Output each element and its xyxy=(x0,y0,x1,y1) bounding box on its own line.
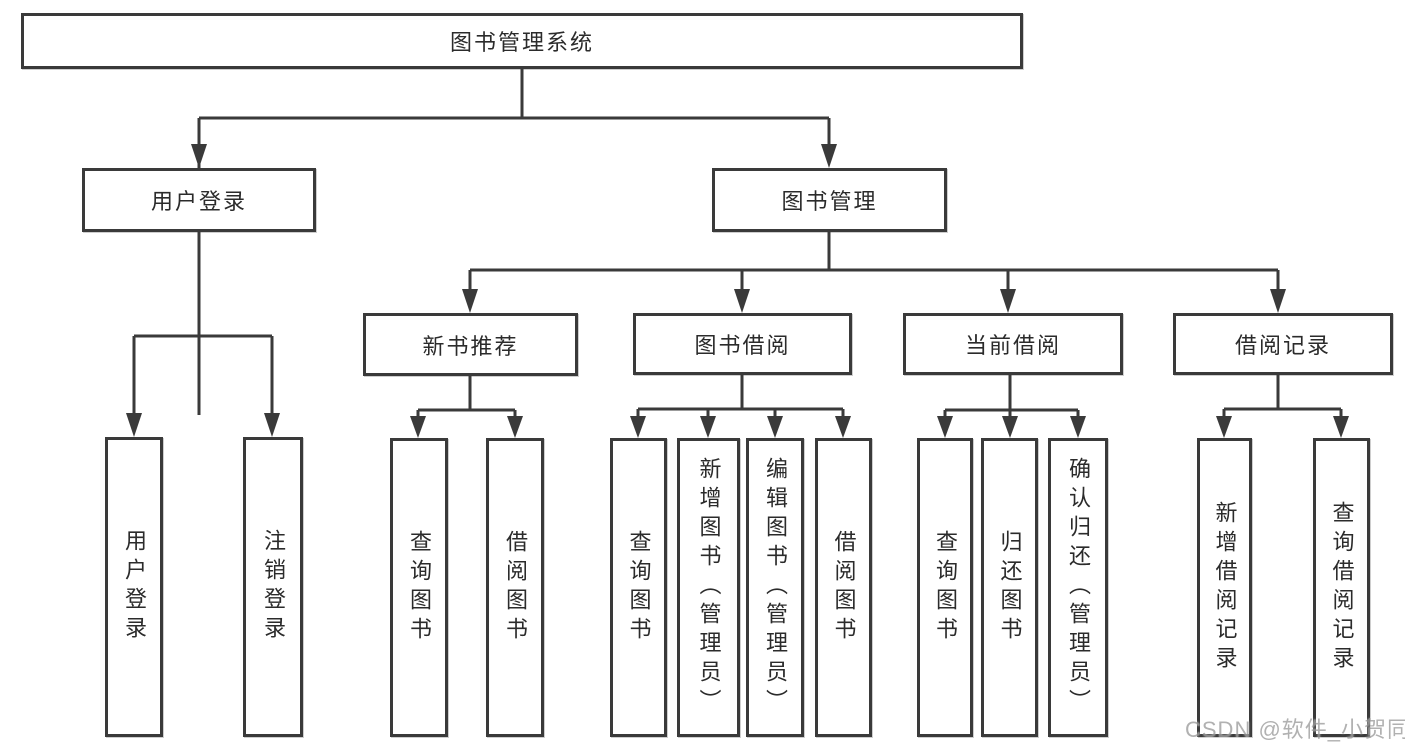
leaf-add-books-admin: 新增图书（管理员） xyxy=(677,438,740,737)
leaf-logout: 注销登录 xyxy=(243,437,303,737)
leaf-add-borrow-record: 新增借阅记录 xyxy=(1197,438,1252,737)
node-root-system: 图书管理系统 xyxy=(21,13,1023,69)
connector-mgmt-to-level3 xyxy=(462,232,1286,313)
leaf-query-borrow-record: 查询借阅记录 xyxy=(1313,438,1370,737)
leaf-edit-books-admin: 编辑图书（管理员） xyxy=(746,438,804,737)
connector-login-to-leaves xyxy=(126,232,280,437)
leaf-query-books-current: 查询图书 xyxy=(917,438,973,737)
node-book-borrow: 图书借阅 xyxy=(633,313,852,375)
connector-recommend-to-leaves xyxy=(410,376,523,438)
node-book-management: 图书管理 xyxy=(712,168,947,232)
leaf-confirm-return-admin: 确认归还（管理员） xyxy=(1048,438,1108,737)
leaf-borrow-books-recommend: 借阅图书 xyxy=(486,438,544,737)
node-user-login: 用户登录 xyxy=(82,168,316,232)
node-new-book-recommend: 新书推荐 xyxy=(363,313,578,376)
node-current-borrow: 当前借阅 xyxy=(903,313,1123,375)
leaf-borrow-books-borrow: 借阅图书 xyxy=(815,438,872,737)
leaf-query-books-recommend: 查询图书 xyxy=(390,438,448,737)
leaf-user-login: 用户登录 xyxy=(105,437,163,737)
node-borrow-records: 借阅记录 xyxy=(1173,313,1393,375)
leaf-return-books: 归还图书 xyxy=(981,438,1038,737)
connector-borrow-to-leaves xyxy=(630,375,851,438)
leaf-query-books-borrow: 查询图书 xyxy=(610,438,667,737)
connector-records-to-leaves xyxy=(1216,375,1349,438)
csdn-watermark: CSDN @软件_小贺同学 xyxy=(1185,717,1405,742)
connector-current-to-leaves xyxy=(937,375,1086,438)
